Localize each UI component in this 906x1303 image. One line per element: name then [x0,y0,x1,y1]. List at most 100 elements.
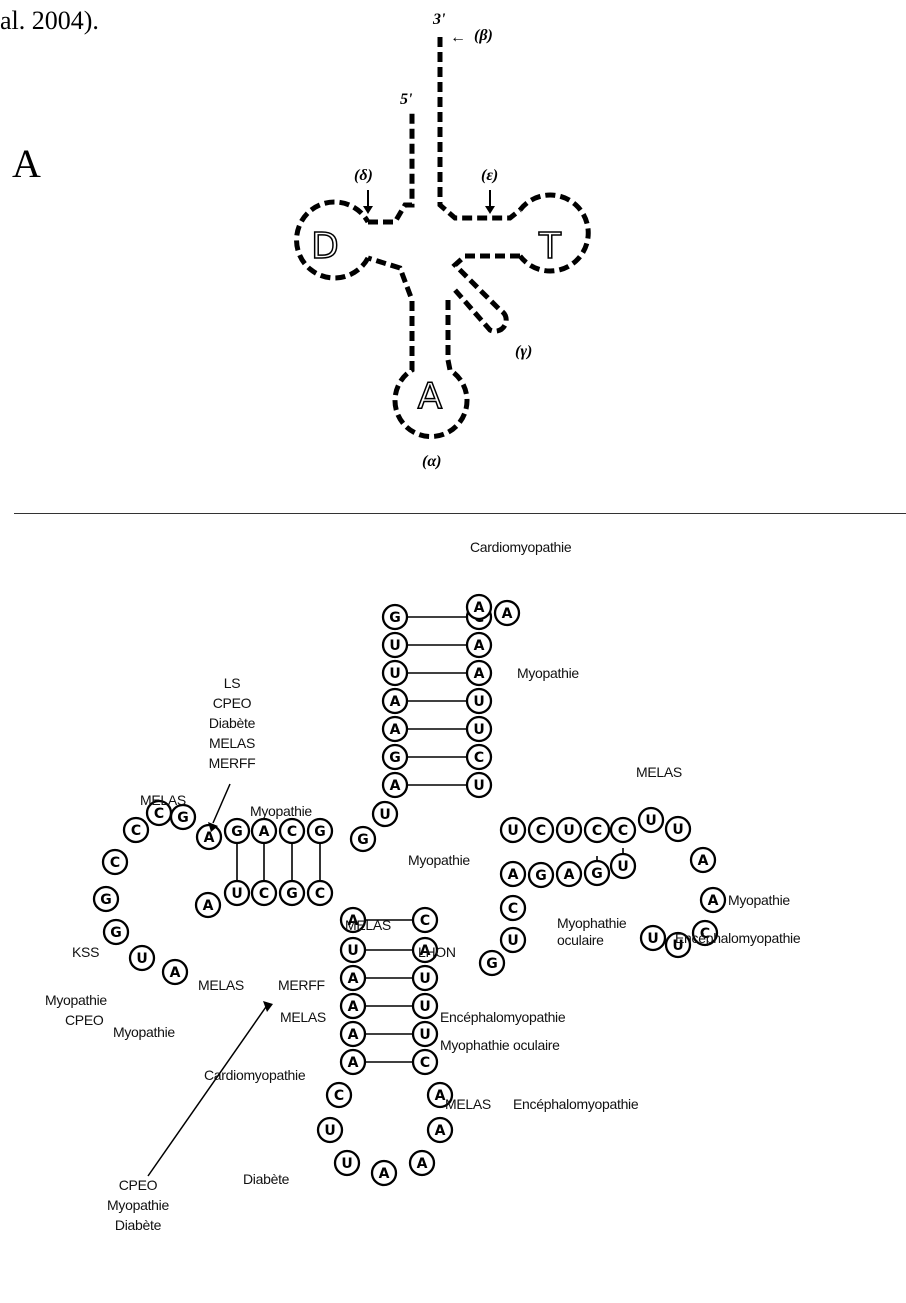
nucleotide-letter: A [435,1088,446,1104]
nucleotide-d_stem_top-3: G [308,819,332,843]
label-myophathie-stem: Myophathie [557,915,627,931]
nucleotide-acceptor_3-1: A [467,633,491,657]
nucleotide-letter: U [419,971,430,987]
nucleotide-d_stem_bottom-4: C [308,881,332,905]
nucleotide-acceptor_5-6: A [383,773,407,797]
nucleotide-letter: A [348,999,359,1015]
nucleotide-anticodon_right-4: U [413,1022,437,1046]
nucleotide-d_loop-4: C [103,850,127,874]
nucleotide-letter: U [419,999,430,1015]
nucleotide-letter: A [170,965,181,981]
nucleotide-letter: G [314,824,326,840]
nucleotide-letter: A [502,606,513,622]
nucleotide-d_stem_bottom-1: U [225,881,249,905]
label-ls-group-1: CPEO [213,695,252,711]
nucleotide-d_loop-0: A [197,825,221,849]
label-melas-ac1: MELAS [280,1009,326,1025]
nucleotide-acceptor_3-5: C [467,745,491,769]
label-melas-dloop-bottom: MELAS [198,977,244,993]
nucleotide-letter: U [136,951,147,967]
nucleotide-acceptor_5-4: A [383,717,407,741]
nucleotide-connector_right-2: G [480,951,504,975]
nucleotide-t_stem_top-2: U [557,818,581,842]
label-ls-group-4: MERFF [209,755,256,771]
nucleotide-anticodon_loop-3: A [372,1161,396,1185]
nucleotide-connector_right-1: U [501,928,525,952]
nucleotide-letter: U [347,943,358,959]
label-ls-group-0: LS [224,675,241,691]
nucleotide-t_stem_bottom-1: G [529,863,553,887]
nucleotide-letter: C [420,1055,430,1071]
nucleotide-anticodon_left-5: A [341,1050,365,1074]
label-kss: KSS [72,944,99,960]
nucleotide-t_stem_top-4: C [611,818,635,842]
label-myopathie-left: Myopathie [45,992,107,1008]
nucleotide-letter: G [231,824,243,840]
nucleotide-letter: G [486,956,498,972]
nucleotide-letter: G [389,750,401,766]
nucleotide-anticodon_loop-4: A [410,1151,434,1175]
nucleotide-letter: U [341,1156,352,1172]
nucleotide-t_loop-3: A [701,888,725,912]
nucleotide-letter: A [474,600,485,616]
nucleotide-letter: U [507,933,518,949]
nucleotide-connector_top-1: G [351,827,375,851]
nucleotide-letter: U [617,859,628,875]
nucleotide-letter: G [110,925,122,941]
nucleotide-acceptor_5-1: U [383,633,407,657]
nucleotide-t_stem_top-1: C [529,818,553,842]
nucleotide-t_stem_bottom-4: U [611,854,635,878]
nucleotide-letter: A [379,1166,390,1182]
nucleotide-letter: C [315,886,325,902]
label-ls-group-2: Diabète [209,715,256,731]
nucleotide-acceptor_5-0: G [383,605,407,629]
nucleotide-anticodon_loop-2: U [335,1151,359,1175]
nucleotide-t_stem_bottom-3: G [585,861,609,885]
nucleotide-letter: A [348,1055,359,1071]
nucleotide-d_loop-3: C [124,818,148,842]
nucleotide-letter: U [231,886,242,902]
label-myopathie-tloop: Myopathie [728,892,790,908]
nucleotide-d_loop-7: U [130,946,154,970]
nucleotide-letter: C [287,824,297,840]
nucleotide-connector_right-0: C [501,896,525,920]
nucleotide-t_loop-1: U [666,817,690,841]
nucleotide-letter: C [592,823,602,839]
nucleotide-t_loop-0: U [639,808,663,832]
nucleotide-letter: C [508,901,518,917]
nucleotide-d_stem_bottom-3: G [280,881,304,905]
label-encephalo-tloop: Encéphalomyopathie [675,930,801,946]
nucleotide-letter: U [647,931,658,947]
label-encephalo-ac4: Encéphalomyopathie [513,1096,639,1112]
cpeo-arrowhead-icon [263,1001,273,1012]
nucleotide-acceptor_tail-1: A [467,595,491,619]
nucleotide-anticodon_left-4: A [341,1022,365,1046]
nucleotide-letter: A [203,898,214,914]
nucleotide-t_loop-2: A [691,848,715,872]
nucleotide-letter: U [324,1123,335,1139]
nucleotide-t_stem_top-0: U [501,818,525,842]
nucleotide-d_stem_bottom-0: A [196,893,220,917]
nucleotide-letter: U [473,778,484,794]
label-myopathie-connector: Myopathie [408,852,470,868]
nucleotide-letter: G [591,866,603,882]
nucleotide-letter: U [507,823,518,839]
nucleotide-letter: C [536,823,546,839]
nucleotide-anticodon_loop-1: U [318,1118,342,1142]
nucleotide-letter: U [473,694,484,710]
nucleotide-letter: C [110,855,120,871]
nucleotide-letter: A [348,971,359,987]
nucleotide-d_loop-1: G [171,805,195,829]
nucleotide-d_loop-6: G [104,920,128,944]
nucleotide-letter: A [390,694,401,710]
nucleotide-letter: A [259,824,270,840]
nucleotide-anticodon_loop-0: C [327,1083,351,1107]
nucleotide-d_stem_top-2: C [280,819,304,843]
nucleotide-anticodon_right-3: U [413,994,437,1018]
nucleotide-letter: A [348,1027,359,1043]
nucleotide-d_loop-5: G [94,887,118,911]
nucleotide-letter: C [154,806,164,822]
label-diabete-loop: Diabète [243,1171,290,1187]
nucleotide-letter: G [100,892,112,908]
